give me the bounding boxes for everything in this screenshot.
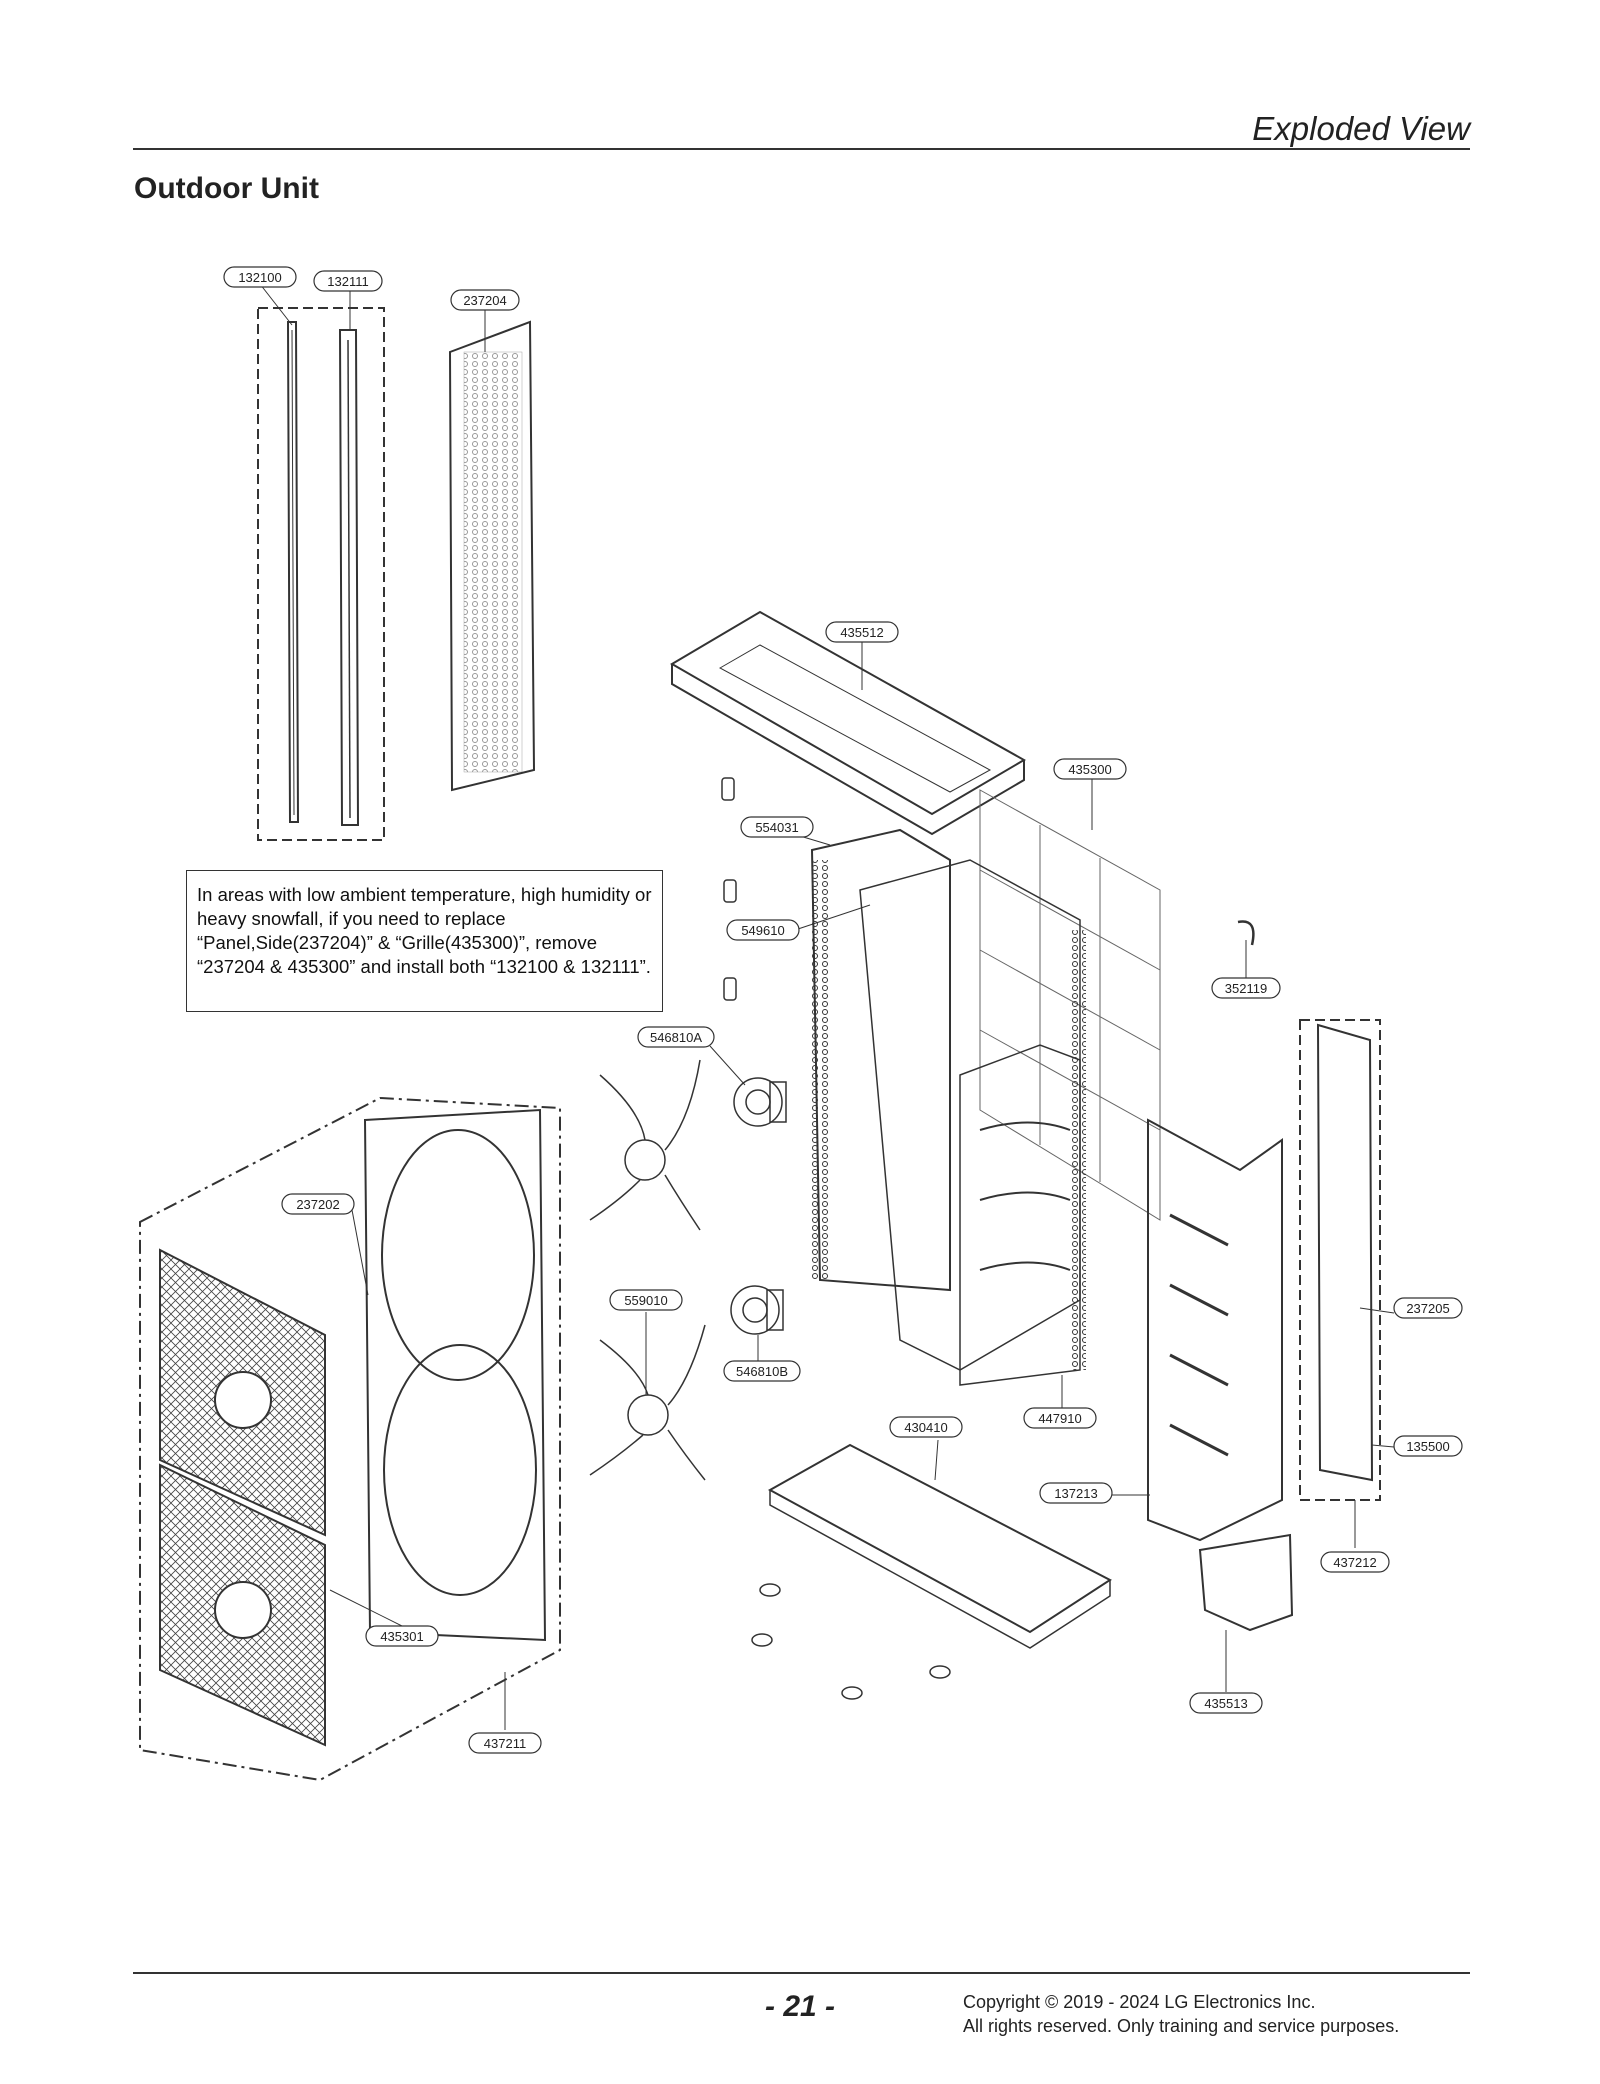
clip (723, 977, 737, 1001)
callout-554031: 554031 (740, 816, 814, 838)
side-panel-137213 (1147, 1118, 1283, 1542)
svg-text:435512: 435512 (840, 625, 883, 640)
callout-435513: 435513 (1189, 1692, 1263, 1714)
svg-text:237202: 237202 (296, 1197, 339, 1212)
copyright-line: All rights reserved. Only training and s… (963, 2016, 1400, 2036)
note-line: “237204 & 435300” and install both “1321… (197, 956, 651, 977)
svg-text:559010: 559010 (624, 1293, 667, 1308)
cover-435513 (1198, 1533, 1294, 1632)
svg-text:447910: 447910 (1038, 1411, 1081, 1426)
fan-motor-546810B (730, 1285, 784, 1335)
callout-435301: 435301 (365, 1625, 439, 1647)
panel-strip-132100 (286, 321, 300, 823)
replacement-note: In areas with low ambient temperature, h… (186, 870, 663, 1012)
callout-237204: 237204 (450, 289, 520, 311)
svg-text:435300: 435300 (1068, 762, 1111, 777)
callout-135500: 135500 (1393, 1435, 1463, 1457)
svg-text:549610: 549610 (741, 923, 784, 938)
callout-549610: 549610 (726, 919, 800, 941)
side-panel-237204 (448, 320, 536, 792)
svg-text:435301: 435301 (380, 1629, 423, 1644)
callout-435300: 435300 (1053, 758, 1127, 780)
svg-text:137213: 137213 (1054, 1486, 1097, 1501)
callout-137213: 137213 (1039, 1482, 1113, 1504)
note-line: In areas with low ambient temperature, h… (197, 884, 652, 905)
front-panel-237202 (363, 1108, 547, 1642)
note-line: “Panel,Side(237204)” & “Grille(435300)”,… (197, 932, 597, 953)
rubber-foot (841, 1686, 863, 1700)
fan-blade-lower (589, 1324, 706, 1481)
frame-549610 (859, 859, 1081, 1371)
svg-text:435513: 435513 (1204, 1696, 1247, 1711)
page-title: Outdoor Unit (134, 172, 319, 205)
callout-546810A: 546810A (637, 1026, 715, 1048)
svg-text:237204: 237204 (463, 293, 506, 308)
footer-divider (133, 1972, 1470, 1974)
svg-text:437211: 437211 (484, 1736, 526, 1751)
optional-parts-group (257, 307, 385, 841)
barrier-447910 (959, 1044, 1081, 1386)
svg-text:437212: 437212 (1333, 1555, 1376, 1570)
base-pan-430410 (767, 1443, 1112, 1634)
callout-437211: 437211 (468, 1732, 542, 1754)
clip (723, 879, 737, 903)
svg-text:430410: 430410 (904, 1420, 947, 1435)
copyright: Copyright © 2019 - 2024 LG Electronics I… (963, 1990, 1399, 2038)
header-divider (133, 148, 1470, 150)
svg-text:352119: 352119 (1225, 981, 1267, 996)
svg-text:237205: 237205 (1406, 1301, 1449, 1316)
hook-352119 (1237, 920, 1255, 946)
svg-text:132111: 132111 (327, 274, 368, 289)
copyright-line: Copyright © 2019 - 2024 LG Electronics I… (963, 1992, 1316, 2012)
callout-132111: 132111 (313, 270, 383, 292)
svg-text:546810A: 546810A (650, 1030, 702, 1045)
panel-strip-132111 (338, 329, 360, 826)
clip (721, 777, 735, 801)
callout-237205: 237205 (1393, 1297, 1463, 1319)
callout-430410: 430410 (889, 1416, 963, 1438)
rubber-foot (929, 1665, 951, 1679)
page-number: - 21 - (765, 1990, 836, 2023)
note-line: heavy snowfall, if you need to replace (197, 908, 506, 929)
callout-132100: 132100 (223, 266, 297, 288)
svg-text:546810B: 546810B (736, 1364, 788, 1379)
fan-motor-546810A (733, 1077, 787, 1127)
rear-panel-237205 (1316, 1023, 1374, 1482)
callout-435512: 435512 (825, 621, 899, 643)
svg-text:132100: 132100 (238, 270, 281, 285)
callout-447910: 447910 (1023, 1407, 1097, 1429)
front-assembly-outline-437211 (139, 1096, 561, 1782)
rubber-foot (751, 1633, 773, 1647)
callout-546810B: 546810B (723, 1360, 801, 1382)
callout-352119: 352119 (1211, 977, 1281, 999)
heat-exchanger-554031 (810, 828, 951, 1292)
svg-text:135500: 135500 (1406, 1439, 1449, 1454)
section-title: Exploded View (1252, 110, 1470, 147)
fan-blade-upper (589, 1059, 701, 1231)
rubber-foot (759, 1583, 781, 1597)
callout-437212: 437212 (1320, 1551, 1390, 1573)
svg-text:554031: 554031 (755, 820, 798, 835)
callout-237202: 237202 (281, 1193, 355, 1215)
callout-559010: 559010 (609, 1289, 683, 1311)
